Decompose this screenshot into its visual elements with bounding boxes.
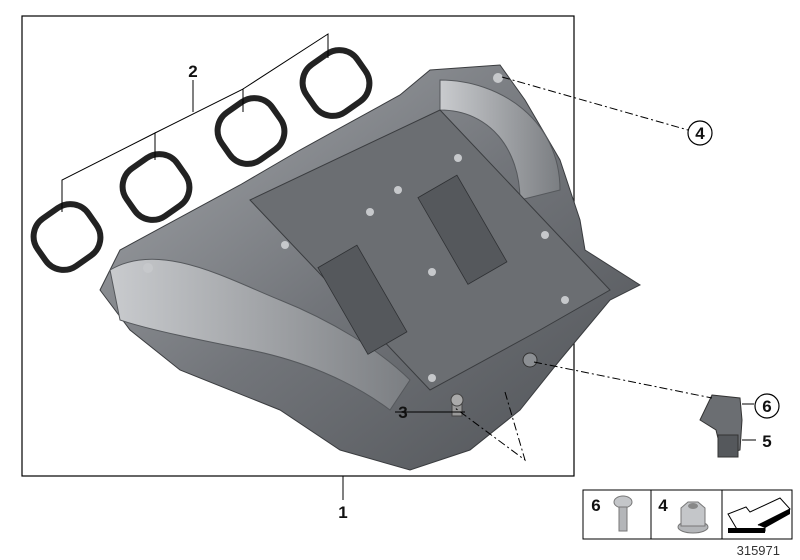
gasket <box>214 95 288 167</box>
view-direction-arrow-icon <box>727 497 791 533</box>
callout-screw: 6 <box>762 397 771 416</box>
leader-lines <box>454 76 713 462</box>
pressure-sensor-part <box>699 394 743 458</box>
solid-leaders <box>342 403 756 500</box>
nut-icon <box>677 501 709 534</box>
callout-circle-screw <box>754 393 780 419</box>
legend-screw-label: 6 <box>591 496 600 515</box>
callout-nut: 4 <box>695 124 705 143</box>
diagram-number: 315971 <box>737 543 780 558</box>
intake-manifold <box>99 64 642 471</box>
legend-nut-label: 4 <box>658 496 668 515</box>
gasket-leader-lines <box>61 33 329 212</box>
gasket-group <box>30 47 373 273</box>
gasket <box>299 47 373 119</box>
gasket <box>119 151 193 223</box>
callout-gasket-set: 2 <box>188 62 197 81</box>
callout-circle-nut <box>687 120 713 146</box>
fastener-legend: 6 4 <box>582 489 793 540</box>
callout-plug: 3 <box>398 403 407 422</box>
screw-icon <box>613 495 633 532</box>
callout-pressure-sensor: 5 <box>762 432 771 451</box>
gasket <box>30 201 104 273</box>
callout-intake-manifold: 1 <box>338 503 347 522</box>
